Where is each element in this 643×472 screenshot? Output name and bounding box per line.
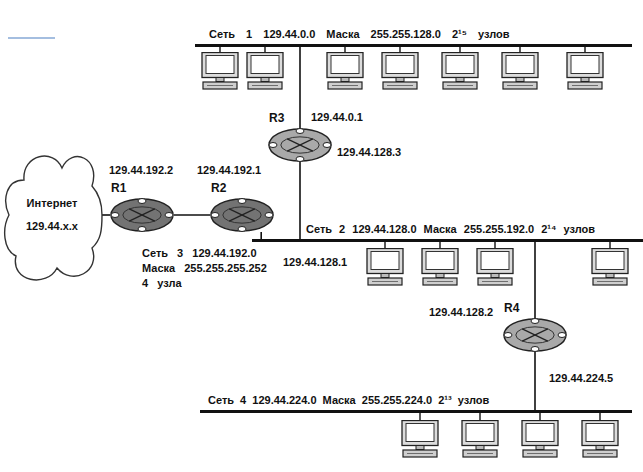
computer-icon — [567, 53, 603, 90]
network-label: Сеть 1 129.44.0.0 Маска 255.255.128.0 2¹… — [209, 28, 510, 41]
router: R2 — [210, 198, 274, 232]
interface-address: 129.44.224.5 — [549, 372, 613, 385]
network-label: Сеть 3 129.44.192.0 Маска 255.255.255.25… — [142, 246, 274, 291]
cloud-text: Интернет — [27, 197, 78, 210]
cloud-text: 129.44.x.x — [26, 220, 78, 233]
link-line — [534, 242, 536, 318]
computer-icon — [442, 53, 478, 90]
computer-icon — [522, 421, 558, 458]
computer-icon — [202, 53, 238, 90]
text-holder: R2 — [211, 182, 226, 195]
interface-address: 129.44.0.1 — [311, 111, 363, 124]
router-name: R4 — [504, 302, 519, 315]
link-line — [260, 232, 262, 239]
address-label-holder: 129.44.0.1 — [310, 111, 364, 124]
interface-address: 129.44.192.1 — [197, 164, 261, 177]
computer-icon — [382, 53, 418, 90]
internet-cloud: Интернет 129.44.x.x — [2, 140, 102, 290]
decor-line — [8, 37, 55, 38]
address-label-holder: 129.44.192.1 — [196, 164, 262, 177]
interface-address: 129.44.128.2 — [429, 306, 493, 319]
router-symbol — [210, 198, 274, 232]
computer-icon — [502, 53, 538, 90]
text-holder: Сеть 1 129.44.0.0 Маска 255.255.128.0 2¹… — [209, 28, 510, 41]
network-label: Сеть 2 129.44.128.0 Маска 255.255.192.0 … — [306, 223, 595, 236]
computer-icon — [477, 249, 513, 286]
interface-address: 129.44.128.1 — [283, 256, 347, 269]
text-holder: R3 — [269, 112, 284, 125]
network-bus: Сеть 4 129.44.224.0 Маска 255.255.224.0 … — [200, 410, 632, 413]
network-bus: Сеть 1 129.44.0.0 Маска 255.255.128.0 2¹… — [195, 44, 632, 47]
address-label-holder: 129.44.128.1 — [282, 256, 348, 269]
text-holder: Сеть 4 129.44.224.0 Маска 255.255.224.0 … — [208, 394, 489, 407]
computer-icon — [582, 421, 618, 458]
router-name: R1 — [111, 182, 126, 195]
link-line — [299, 47, 301, 128]
address-label-holder: 129.44.128.3 — [336, 146, 402, 159]
router-name: R3 — [269, 112, 284, 125]
router: R3 — [268, 128, 332, 162]
address-label-holder: 129.44.192.2 — [108, 164, 174, 177]
computer-icon — [327, 53, 363, 90]
link-line — [174, 214, 210, 216]
computer-icon — [247, 53, 283, 90]
network-label: Сеть 4 129.44.224.0 Маска 255.255.224.0 … — [208, 394, 489, 407]
drop-lines — [220, 47, 610, 420]
address-label-holder: 129.44.128.2 — [428, 306, 494, 319]
router: R1 — [110, 198, 174, 232]
computer-icon — [592, 249, 628, 286]
router-symbol — [503, 318, 567, 352]
link-line — [534, 352, 536, 410]
router: R4 — [503, 318, 567, 352]
computer-icon — [462, 421, 498, 458]
text-holder: Интернет 129.44.x.x — [2, 140, 102, 290]
interface-address: 129.44.192.2 — [109, 164, 173, 177]
link-line — [299, 162, 301, 239]
router-symbol — [110, 198, 174, 232]
text-holder: Сеть 2 129.44.128.0 Маска 255.255.192.0 … — [306, 223, 595, 236]
text-holder: R4 — [504, 302, 519, 315]
network-bus: Сеть 2 129.44.128.0 Маска 255.255.192.0 … — [252, 239, 643, 242]
link-line — [102, 214, 110, 216]
interface-address: 129.44.128.3 — [337, 146, 401, 159]
router-symbol — [268, 128, 332, 162]
text-holder: R1 — [111, 182, 126, 195]
router-name: R2 — [211, 182, 226, 195]
computer-icon — [367, 249, 403, 286]
address-label-holder: 129.44.224.5 — [548, 372, 614, 385]
network-label-holder: Сеть 3 129.44.192.0 Маска 255.255.255.25… — [142, 246, 274, 291]
cloud-shape — [2, 140, 102, 290]
computer-icon — [422, 249, 458, 286]
computer-icon — [402, 421, 438, 458]
